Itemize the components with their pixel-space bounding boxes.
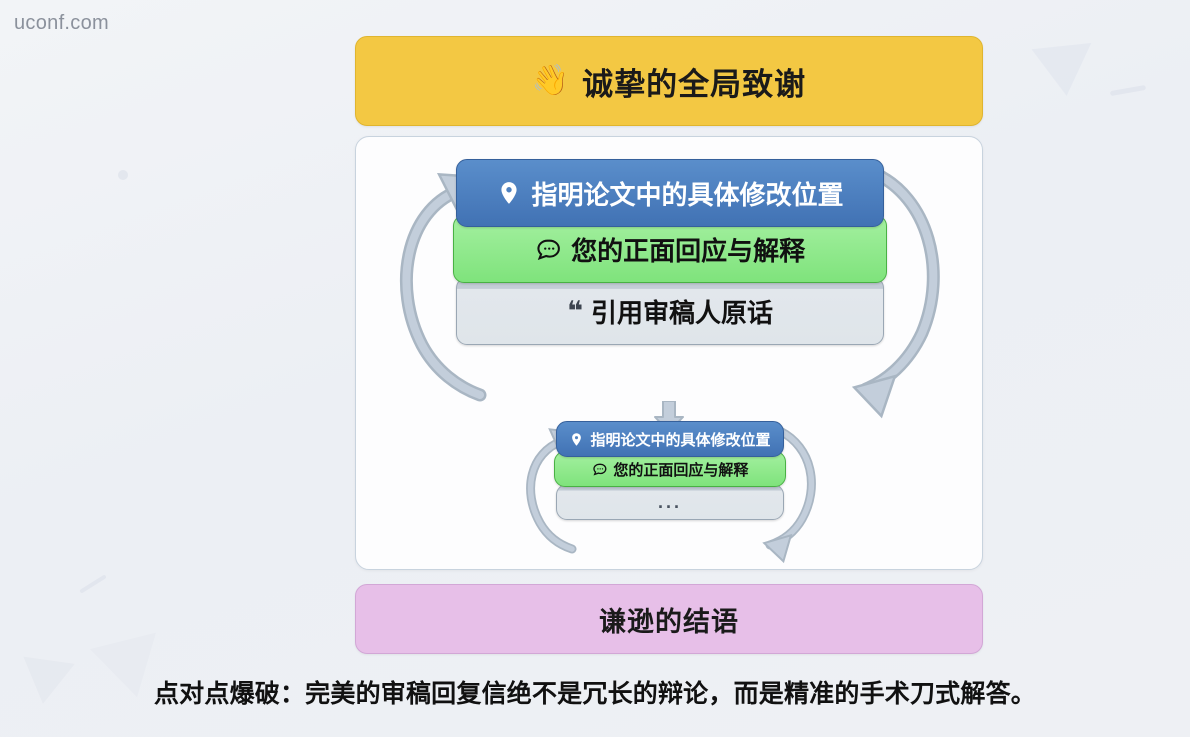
footer-title: 谦逊的结语 xyxy=(599,606,739,637)
header-banner: 👋 诚挚的全局致谢 xyxy=(355,36,983,126)
caption-text: 点对点爆破：完美的审稿回复信绝不是冗长的辩论，而是精准的手术刀式解答。 xyxy=(153,680,1036,708)
right-curved-arrow-icon xyxy=(851,166,940,419)
decor-dash-top-right xyxy=(1109,84,1147,97)
watermark: uconf.com xyxy=(14,12,109,34)
header-title: 诚挚的全局致谢 xyxy=(582,66,807,102)
speech-bubble-icon xyxy=(535,235,562,262)
outer-card-quote[interactable]: ❝ 引用审稿人原话 xyxy=(456,277,884,345)
outer-cycle-group: ❝ 引用审稿人原话 您的正面回应与解释 xyxy=(388,159,952,419)
slide-stage: 👋 诚挚的全局致谢 xyxy=(355,36,983,654)
outer-card-response-label: 您的正面回应与解释 xyxy=(571,235,806,266)
ellipsis-icon: ... xyxy=(657,492,682,512)
inner-card-response-label: 您的正面回应与解释 xyxy=(613,461,749,479)
location-pin-icon xyxy=(496,180,522,206)
right-curved-arrow-icon xyxy=(762,426,816,564)
decor-dot-left xyxy=(118,170,128,180)
inner-card-response[interactable]: 您的正面回应与解释 xyxy=(554,451,786,487)
location-pin-icon xyxy=(569,432,584,447)
inner-card-location-label: 指明论文中的具体修改位置 xyxy=(590,431,771,449)
inner-cycle-group: ... 您的正面回应与解释 xyxy=(518,421,822,564)
quote-icon: ❝ xyxy=(566,295,583,327)
inner-card-location[interactable]: 指明论文中的具体修改位置 xyxy=(556,421,784,457)
decor-triangle-top-right xyxy=(1031,43,1097,99)
diagram-panel: ❝ 引用审稿人原话 您的正面回应与解释 xyxy=(355,136,983,570)
waving-hand-icon: 👋 xyxy=(531,64,571,97)
outer-card-location-label: 指明论文中的具体修改位置 xyxy=(531,179,844,210)
outer-card-location[interactable]: 指明论文中的具体修改位置 xyxy=(456,159,884,227)
inner-card-ellipsis[interactable]: ... xyxy=(556,484,784,520)
footer-banner: 谦逊的结语 xyxy=(355,584,983,654)
speech-bubble-icon xyxy=(592,461,608,477)
outer-cycle-arrows xyxy=(399,166,940,419)
decor-dash-left xyxy=(79,574,107,594)
outer-card-quote-label: 引用审稿人原话 xyxy=(591,297,774,328)
